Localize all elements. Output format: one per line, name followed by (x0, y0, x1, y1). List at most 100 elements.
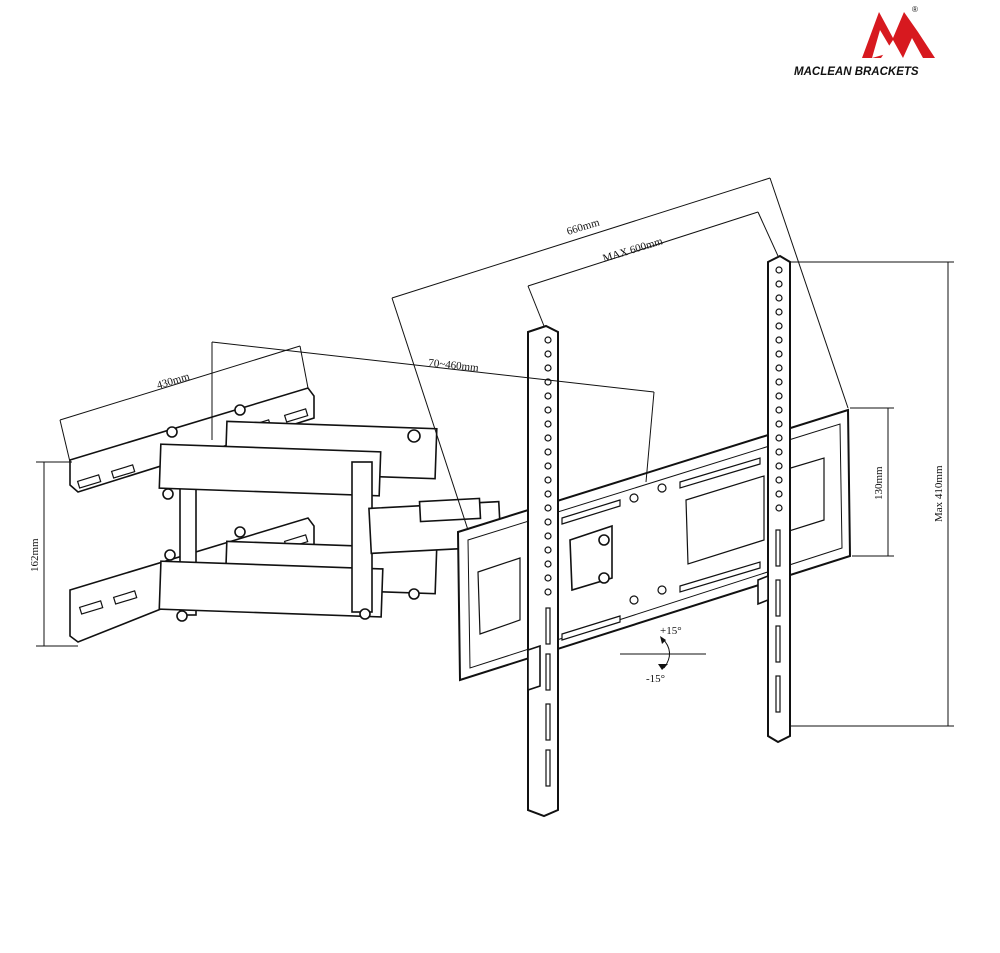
vesa-arm-right-body (767, 254, 791, 744)
vesa-hole (775, 322, 783, 330)
tv-plate-hole (657, 483, 667, 493)
tv-plate-slot (679, 561, 761, 593)
arm-extension-inner (418, 497, 482, 523)
vesa-hole (544, 560, 552, 568)
wall-slot (78, 600, 104, 615)
wall-slot (112, 590, 138, 605)
vesa-slot (775, 675, 781, 713)
tv-plate-slot (679, 457, 761, 489)
vesa-hole (775, 406, 783, 414)
vesa-arm-right (757, 254, 791, 744)
bolt (408, 588, 420, 600)
tv-plate-window (685, 475, 765, 565)
vesa-hole (775, 280, 783, 288)
dim-430-ext-right (299, 345, 309, 389)
logo-m-inner (872, 30, 893, 58)
tv-plate (456, 408, 852, 682)
vesa-arm-left-body (527, 324, 559, 818)
vesa-left-clip (527, 644, 541, 692)
bolt (162, 488, 174, 500)
vesa-right-clip (757, 574, 769, 606)
vesa-slot (775, 529, 781, 567)
dim-ext-line (211, 341, 655, 393)
dim-600-ext-left (527, 285, 545, 327)
vesa-hole (544, 406, 552, 414)
vesa-slot (545, 749, 551, 787)
brand-logo: ® MACLEAN BRACKETS (794, 5, 935, 78)
vesa-hole (544, 448, 552, 456)
vesa-slot (775, 579, 781, 617)
vesa-hole (544, 588, 552, 596)
tv-plate-slot (561, 499, 621, 525)
arm-front-lower (158, 560, 384, 618)
label-wall-plate-height: 162mm (29, 538, 41, 572)
arm-front-upper (158, 443, 382, 497)
bolt (234, 526, 246, 538)
vesa-hole (775, 448, 783, 456)
vesa-hole (544, 434, 552, 442)
vesa-slot (545, 607, 551, 645)
vesa-hole (544, 490, 552, 498)
vesa-hole (775, 434, 783, 442)
label-tv-plate-height: 130mm (873, 466, 885, 500)
logo-m-mark (862, 12, 935, 58)
label-max-vesa-width: MAX 600mm (601, 235, 664, 265)
vesa-slot (545, 653, 551, 691)
vesa-hole (775, 462, 783, 470)
vesa-hole (544, 574, 552, 582)
vesa-hole (544, 504, 552, 512)
label-total-width: 660mm (565, 216, 601, 237)
dim-660-line (391, 177, 771, 299)
dim-660-ext-left (391, 297, 469, 531)
label-max-vesa-height: Max 410mm (933, 465, 945, 522)
bolt (407, 429, 421, 443)
vesa-hole (775, 378, 783, 386)
label-tilt-up: +15° (660, 625, 682, 637)
vesa-hole (775, 476, 783, 484)
wall-slot (76, 474, 102, 489)
tv-plate-hole (657, 585, 667, 595)
bolt (234, 404, 246, 416)
vesa-hole (775, 504, 783, 512)
dim-430-line (59, 345, 301, 421)
bolt (164, 549, 176, 561)
dim-430-ext-left (59, 419, 71, 463)
label-wall-plate-width: 430mm (155, 370, 191, 391)
vesa-slot (545, 703, 551, 741)
vesa-hole (775, 364, 783, 372)
vesa-hole (544, 350, 552, 358)
brand-name: MACLEAN BRACKETS (794, 66, 919, 78)
tv-plate-window (477, 557, 521, 635)
vesa-hole (544, 532, 552, 540)
dim-660-ext-right (769, 177, 849, 409)
vesa-arm-left (527, 324, 559, 818)
vesa-hole (544, 476, 552, 484)
tv-plate-hole (629, 493, 639, 503)
vesa-hole (775, 350, 783, 358)
dim-600-ext-right (757, 211, 779, 257)
vesa-hole (544, 392, 552, 400)
vesa-hole (775, 490, 783, 498)
tilt-arrow-up (660, 636, 666, 644)
tilt-arrow-down (658, 664, 668, 670)
label-tilt-down: -15° (646, 673, 665, 685)
vesa-hole (775, 392, 783, 400)
registered-mark: ® (912, 5, 918, 14)
bolt (176, 610, 188, 622)
vesa-slot (775, 625, 781, 663)
vesa-hole (544, 336, 552, 344)
dimension-lines (36, 177, 954, 727)
wall-slot (110, 464, 136, 479)
dim-ext-right (645, 391, 655, 483)
vesa-hole (775, 294, 783, 302)
wall-slot (283, 408, 309, 423)
vesa-hole (544, 364, 552, 372)
vesa-hole (775, 308, 783, 316)
pivot-bolt (598, 534, 610, 546)
vesa-hole (775, 336, 783, 344)
tv-plate-hole (629, 595, 639, 605)
vesa-hole (775, 420, 783, 428)
label-extension: 70~460mm (428, 357, 480, 374)
vesa-hole (544, 518, 552, 526)
